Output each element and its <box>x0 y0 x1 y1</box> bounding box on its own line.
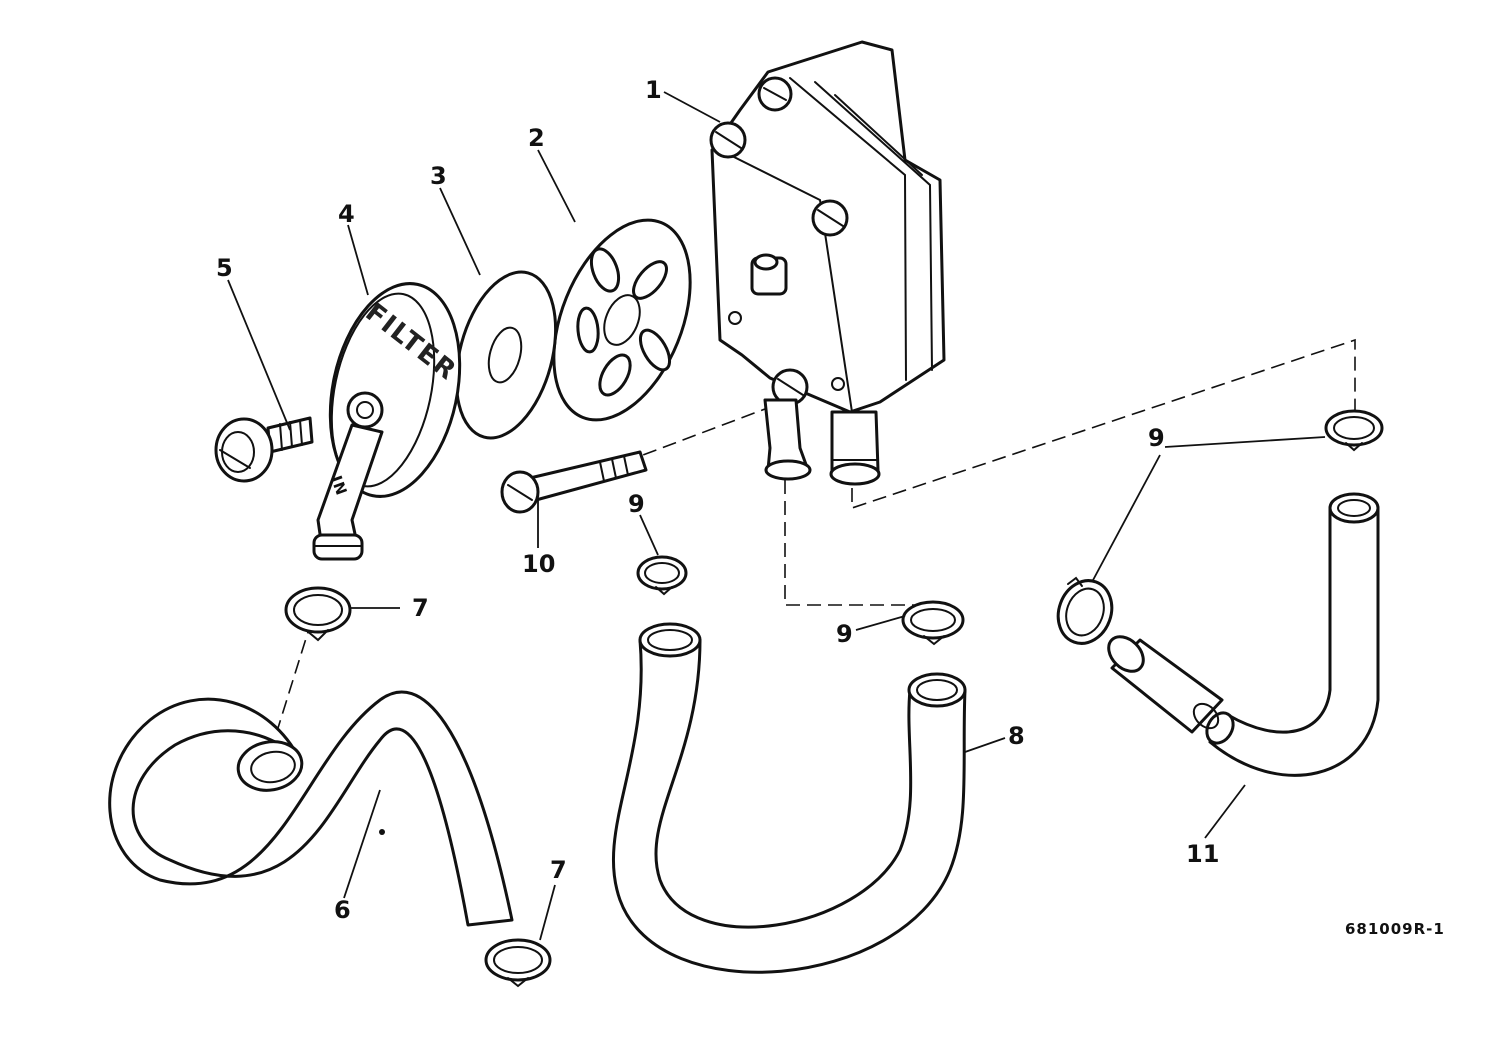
callout-4: 4 <box>338 200 355 228</box>
callout-3: 3 <box>430 162 447 190</box>
callout-9-right: 9 <box>1148 424 1165 452</box>
diaphragm-plate <box>552 218 692 422</box>
leader-lines <box>227 91 1326 941</box>
callout-8: 8 <box>1008 722 1025 750</box>
u-shaped-hose <box>611 622 967 974</box>
reference-number: 681009R-1 <box>1345 920 1445 938</box>
hose-clamp-upper <box>284 586 352 642</box>
callout-2: 2 <box>528 124 545 152</box>
inlet-hose <box>108 690 514 927</box>
callout-7-lower: 7 <box>550 856 567 884</box>
callout-7-upper: 7 <box>412 594 429 622</box>
callout-9-lower: 9 <box>836 620 853 648</box>
thumb-screw <box>214 416 314 483</box>
callout-6: 6 <box>334 896 351 924</box>
clamp-9-left-large <box>1056 576 1114 645</box>
tee-hose-assembly <box>1107 492 1380 777</box>
inlet-stamp: IN <box>327 473 351 498</box>
callout-9-center: 9 <box>628 490 645 518</box>
clamp-9-center <box>636 555 688 596</box>
hose-clamp-lower <box>484 938 552 988</box>
clamp-9-right <box>1324 409 1384 452</box>
callout-10: 10 <box>522 550 555 578</box>
fuel-pump-body <box>709 40 946 486</box>
callout-1: 1 <box>645 76 662 104</box>
callout-5: 5 <box>216 254 233 282</box>
filter-cover: FILTER IN <box>312 282 463 561</box>
clamp-9-lower <box>901 600 965 646</box>
gasket <box>454 270 558 440</box>
callout-numbers: 1 2 3 4 5 7 6 7 8 9 9 9 10 11 <box>216 76 1219 924</box>
callout-11: 11 <box>1186 840 1219 868</box>
long-screw <box>500 450 648 514</box>
